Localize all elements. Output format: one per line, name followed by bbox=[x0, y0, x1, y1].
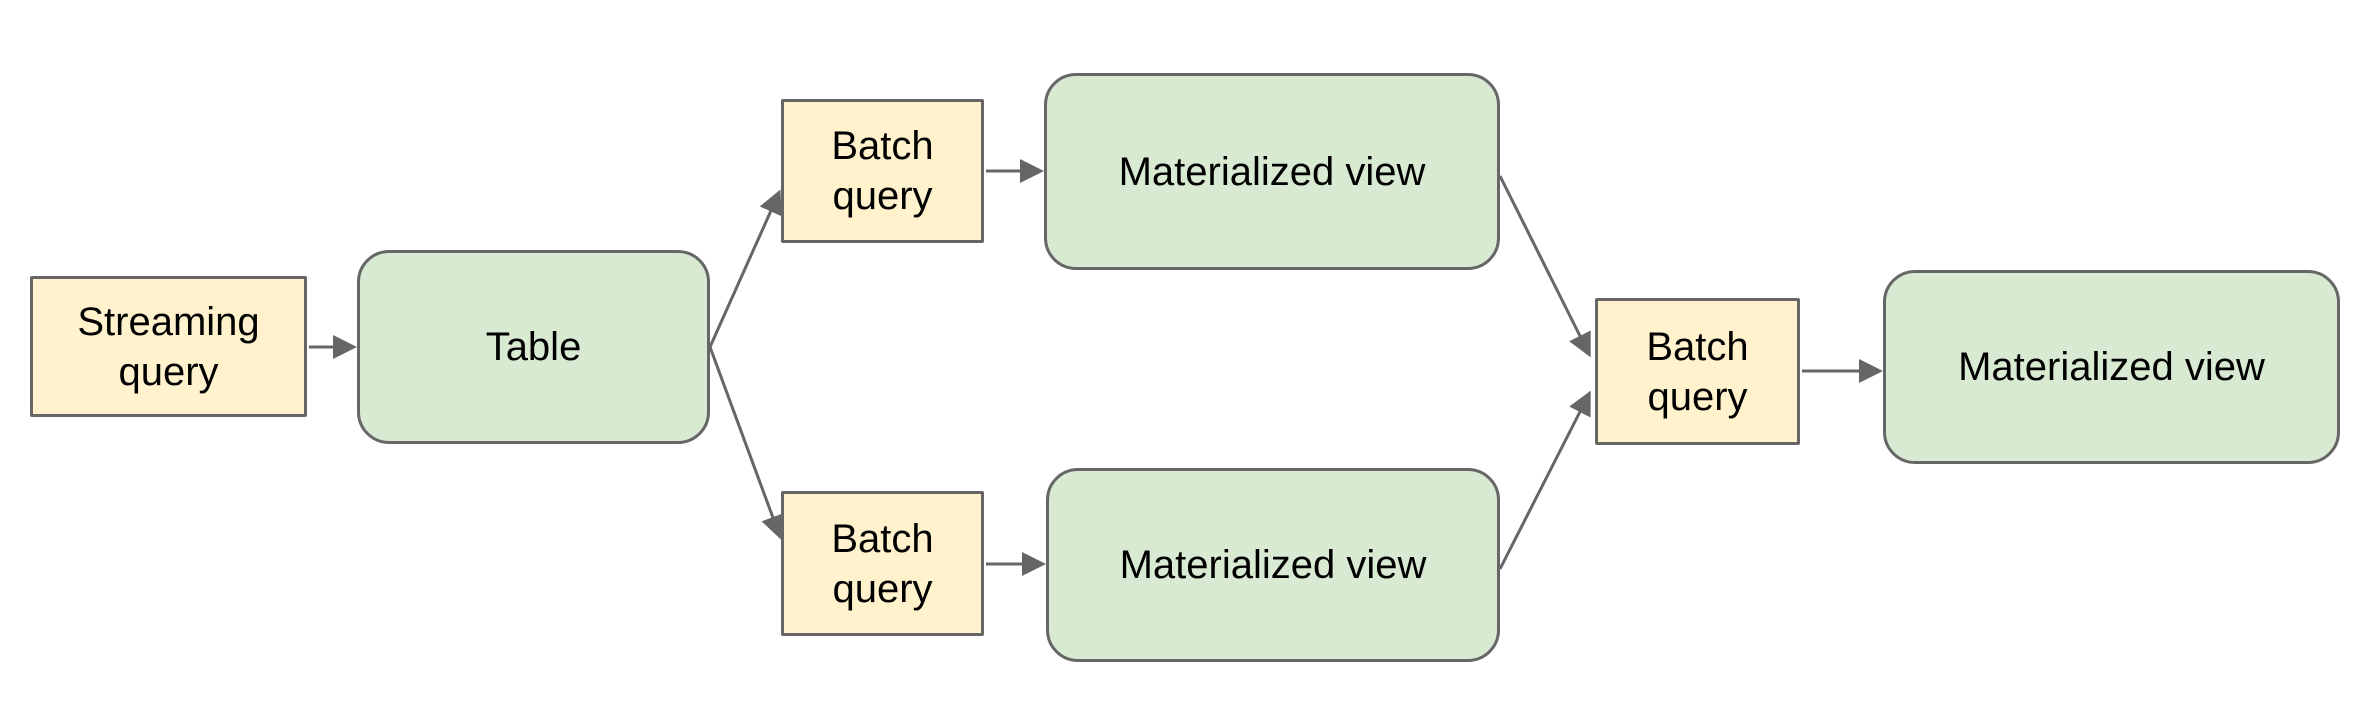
node-materialized-view-bottom: Materialized view bbox=[1046, 468, 1500, 662]
node-materialized-view-final-label: Materialized view bbox=[1958, 345, 2265, 389]
node-materialized-view-top-label: Materialized view bbox=[1118, 149, 1426, 194]
node-streaming-query-label: Streaming query bbox=[77, 299, 260, 394]
node-batch-query-bottom-label: Batch query bbox=[831, 516, 934, 611]
arrow-table-to-batch-query-bottom bbox=[708, 346, 785, 540]
node-batch-query-top-label: Batch query bbox=[831, 124, 934, 218]
node-table-label: Table bbox=[485, 325, 582, 369]
node-batch-query-merge-label: Batch query bbox=[1646, 324, 1749, 419]
arrow-materialized-view-bottom-to-batch-query-merge bbox=[1498, 390, 1591, 570]
arrow-materialized-view-top-to-batch-query-merge bbox=[1498, 175, 1591, 358]
arrow-table-to-batch-query-top bbox=[708, 189, 782, 348]
node-batch-query-merge: Batch query bbox=[1595, 298, 1800, 445]
node-batch-query-bottom: Batch query bbox=[781, 491, 984, 636]
node-materialized-view-final: Materialized view bbox=[1883, 270, 2340, 464]
node-materialized-view-bottom-label: Materialized view bbox=[1119, 543, 1427, 587]
node-materialized-view-top: Materialized view bbox=[1044, 73, 1500, 270]
node-batch-query-top: Batch query bbox=[781, 99, 984, 243]
node-streaming-query: Streaming query bbox=[30, 276, 307, 417]
node-table: Table bbox=[357, 250, 710, 444]
